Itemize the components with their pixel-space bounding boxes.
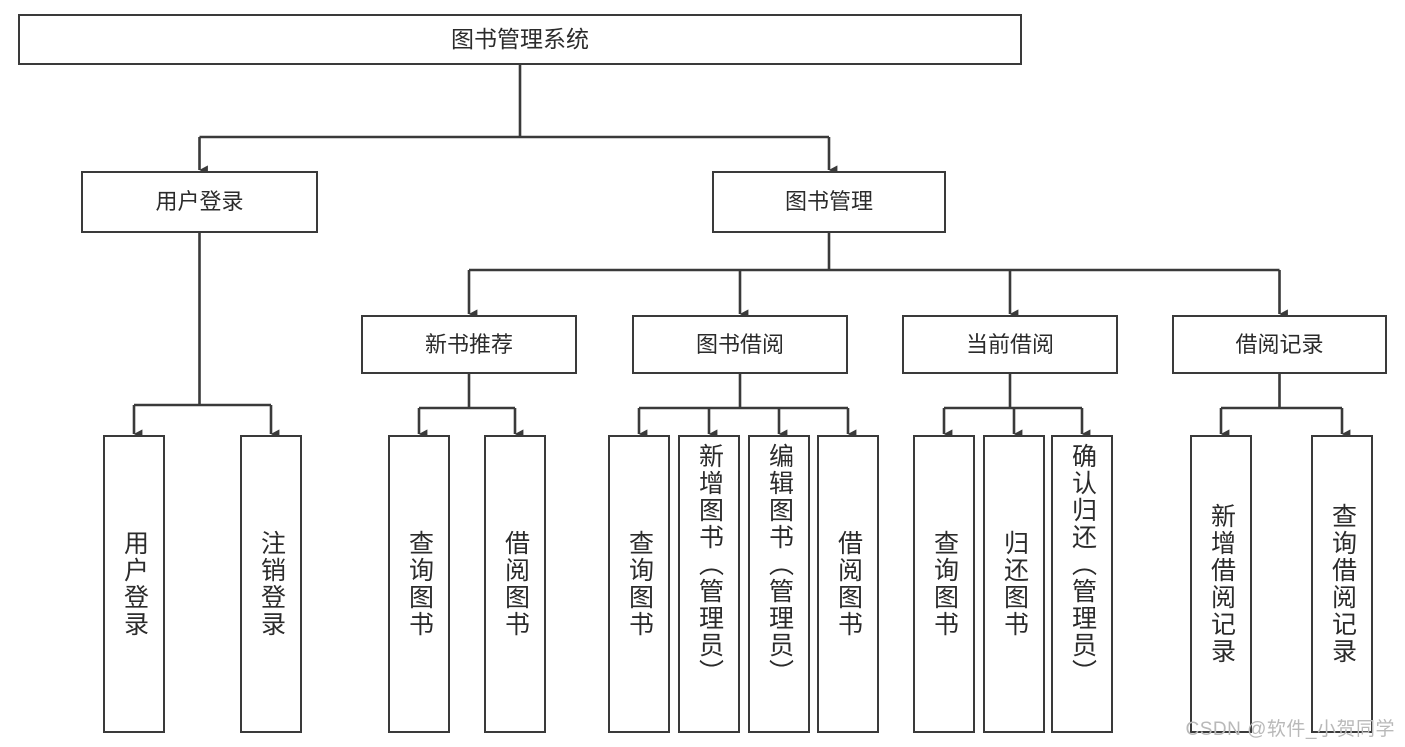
node-book-borrow-label: 图书借阅 (695, 331, 784, 357)
node-leaf-query-book-3[interactable]: 查询图书 (913, 435, 975, 733)
node-new-book-rec-label: 新书推荐 (424, 331, 513, 357)
node-leaf-borrow-book-2[interactable]: 借阅图书 (817, 435, 879, 733)
node-leaf-query-book-3-label: 查询图书 (930, 530, 959, 638)
node-leaf-borrow-book-1-label: 借阅图书 (501, 530, 530, 638)
node-leaf-return-book[interactable]: 归还图书 (983, 435, 1045, 733)
node-current-borrow[interactable]: 当前借阅 (902, 315, 1118, 374)
node-borrow-record-label: 借阅记录 (1235, 331, 1324, 357)
node-leaf-query-book-2-label: 查询图书 (625, 530, 654, 638)
node-leaf-query-book-1[interactable]: 查询图书 (388, 435, 450, 733)
node-leaf-logout[interactable]: 注销登录 (240, 435, 302, 733)
node-book-manage-label: 图书管理 (784, 189, 873, 215)
node-leaf-borrow-book-2-label: 借阅图书 (834, 530, 863, 638)
node-leaf-return-book-label: 归还图书 (1000, 530, 1029, 638)
node-leaf-edit-book[interactable]: 编辑图书（管理员） (748, 435, 810, 733)
node-user-login[interactable]: 用户登录 (81, 171, 318, 233)
node-leaf-query-book-2[interactable]: 查询图书 (608, 435, 670, 733)
node-leaf-edit-book-label: 编辑图书（管理员） (765, 443, 794, 686)
node-leaf-query-book-1-label: 查询图书 (405, 530, 434, 638)
node-leaf-query-record[interactable]: 查询借阅记录 (1311, 435, 1373, 733)
node-book-borrow[interactable]: 图书借阅 (632, 315, 848, 374)
node-leaf-confirm-return-label: 确认归还（管理员） (1068, 443, 1097, 686)
node-leaf-confirm-return[interactable]: 确认归还（管理员） (1051, 435, 1113, 733)
watermark: CSDN @软件_小贺同学 (1185, 719, 1395, 740)
node-root[interactable]: 图书管理系统 (18, 14, 1022, 65)
node-leaf-query-record-label: 查询借阅记录 (1328, 503, 1357, 665)
node-borrow-record[interactable]: 借阅记录 (1172, 315, 1387, 374)
node-leaf-logout-label: 注销登录 (257, 530, 286, 638)
node-new-book-rec[interactable]: 新书推荐 (361, 315, 577, 374)
node-root-label: 图书管理系统 (451, 25, 589, 52)
node-leaf-add-record[interactable]: 新增借阅记录 (1190, 435, 1252, 733)
node-user-login-label: 用户登录 (155, 189, 244, 215)
node-leaf-borrow-book-1[interactable]: 借阅图书 (484, 435, 546, 733)
node-leaf-add-record-label: 新增借阅记录 (1207, 503, 1236, 665)
node-book-manage[interactable]: 图书管理 (712, 171, 946, 233)
node-current-borrow-label: 当前借阅 (965, 331, 1054, 357)
node-leaf-add-book[interactable]: 新增图书（管理员） (678, 435, 740, 733)
node-leaf-user-login-label: 用户登录 (120, 530, 149, 638)
node-leaf-add-book-label: 新增图书（管理员） (695, 443, 724, 686)
node-leaf-user-login[interactable]: 用户登录 (103, 435, 165, 733)
